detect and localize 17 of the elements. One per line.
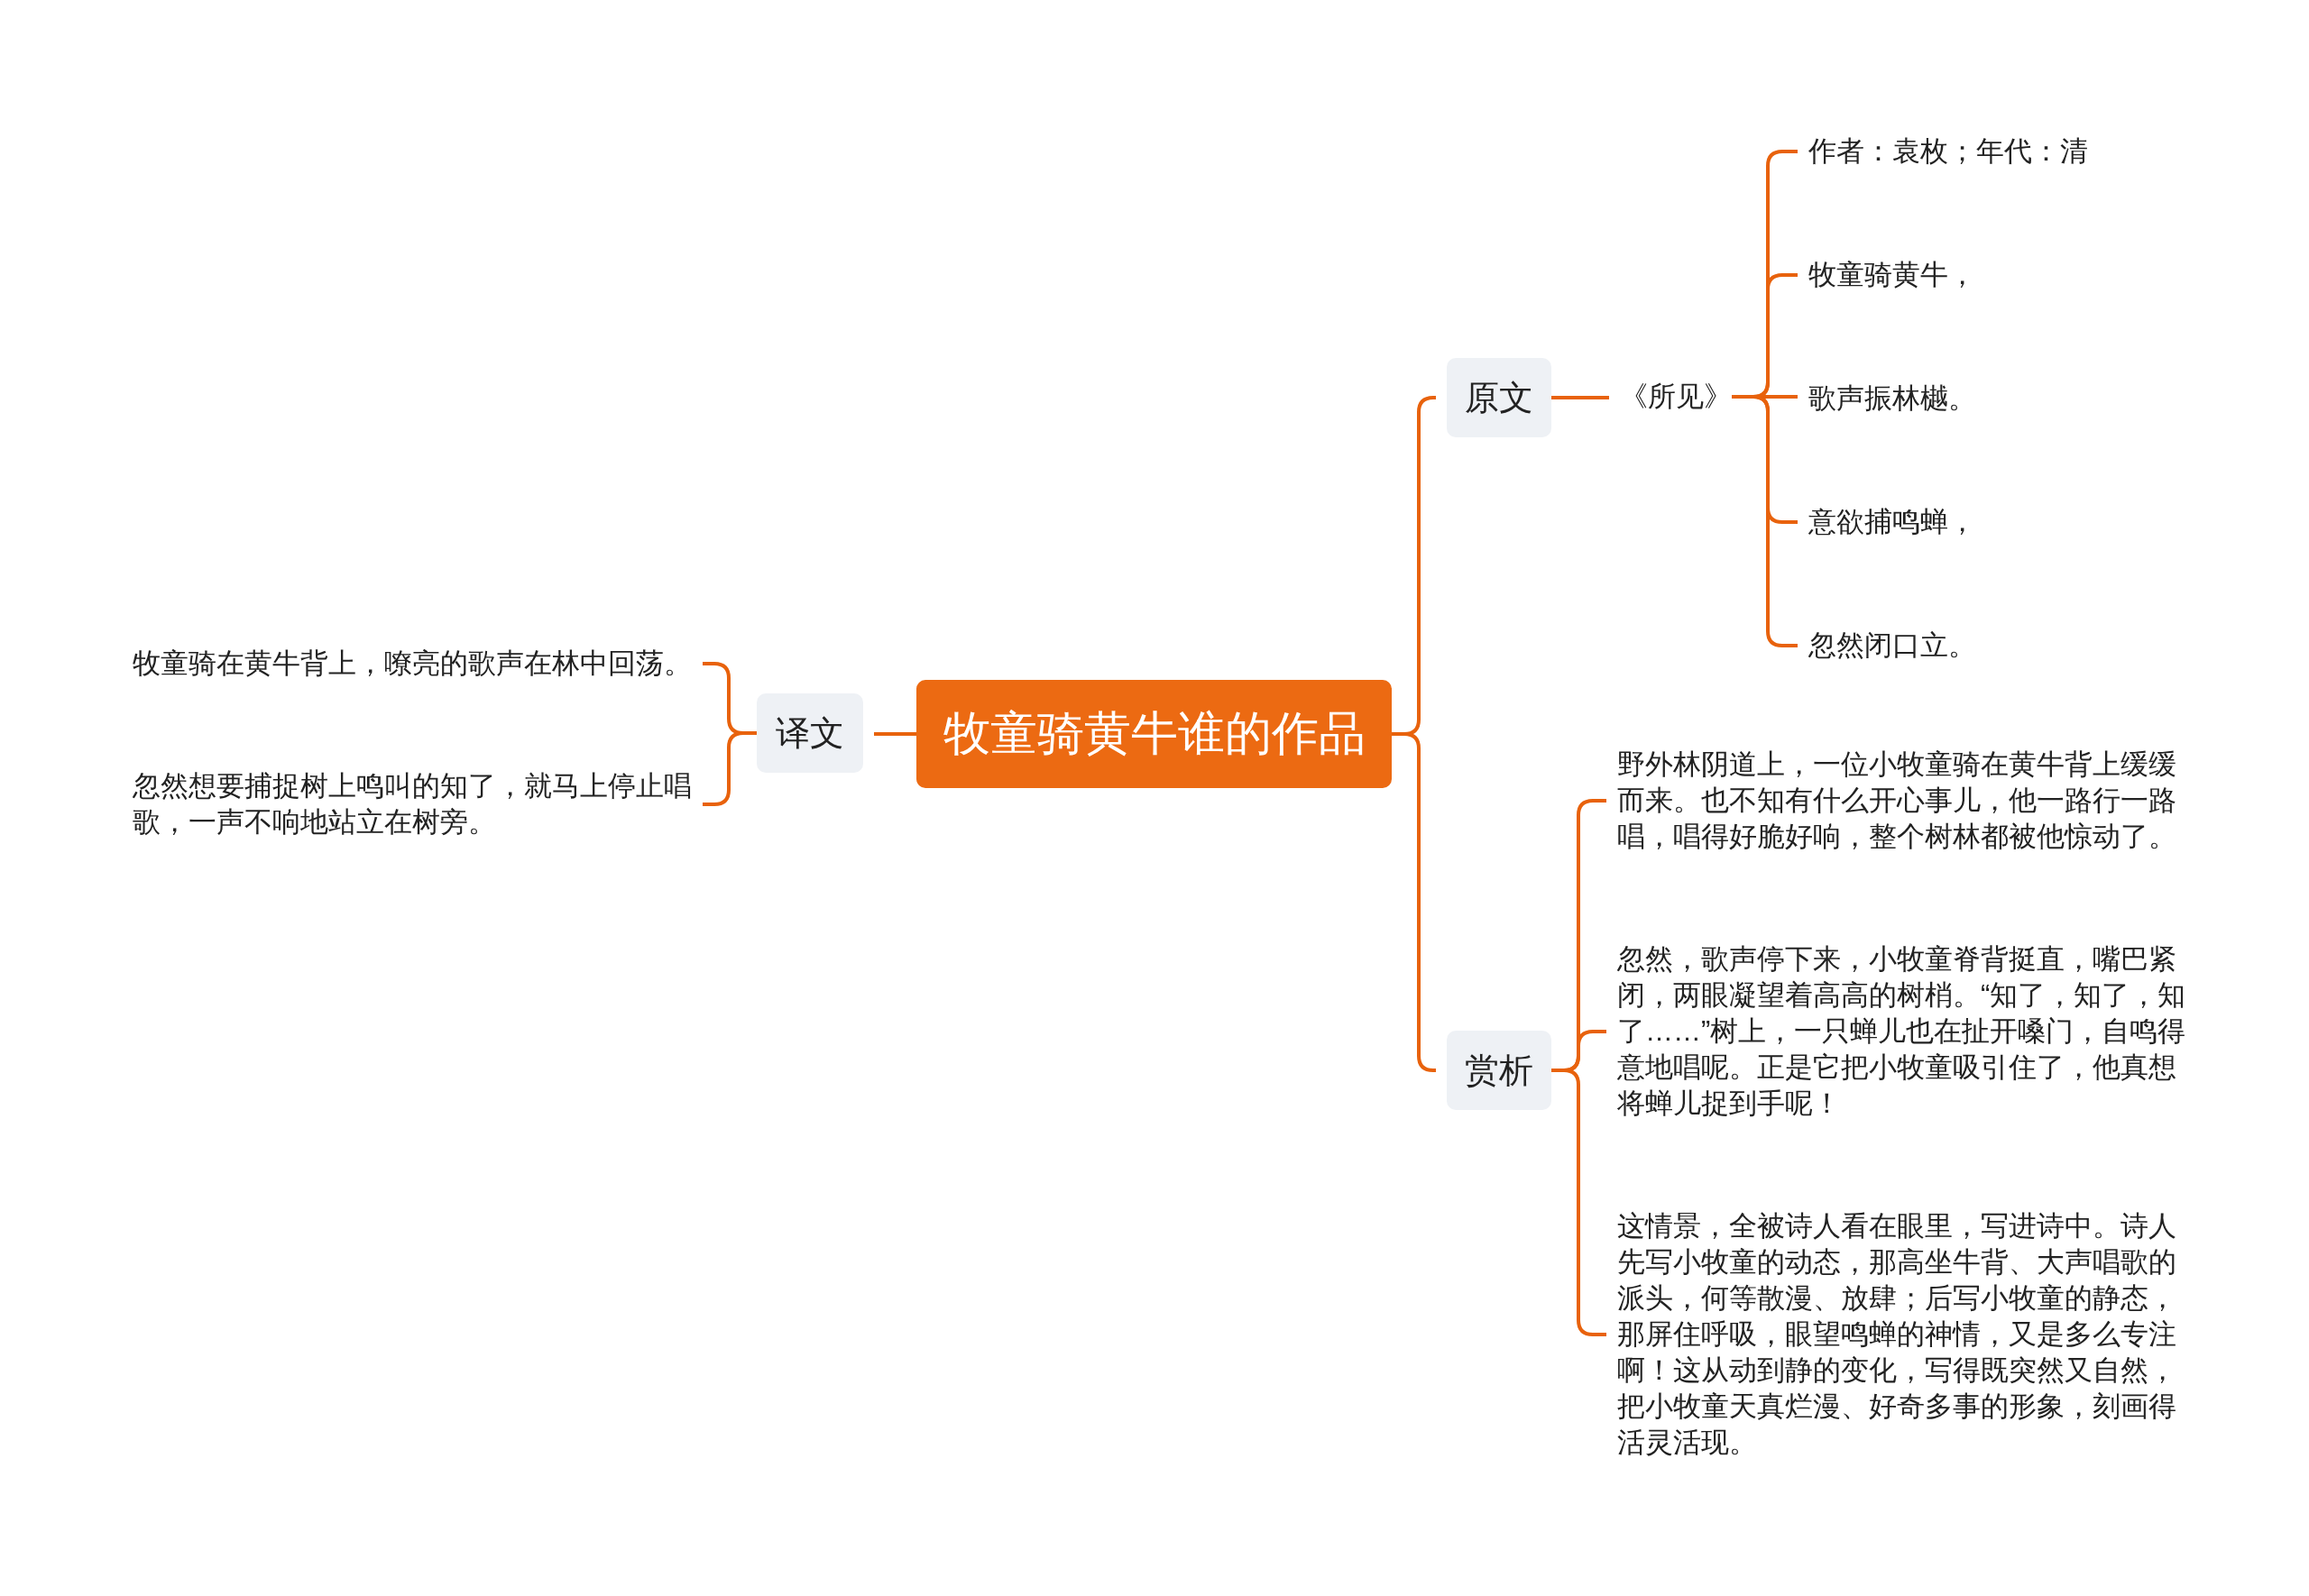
central-topic-box: 牧童骑黄牛谁的作品 — [916, 680, 1392, 788]
branch-text: 意欲捕鸣蝉， — [1808, 504, 2187, 540]
branch-text: 牧童骑黄牛， — [1808, 257, 2187, 293]
topic-box: 原文 — [1447, 358, 1551, 437]
topic-box: 赏析 — [1447, 1031, 1551, 1110]
topic-box: 译文 — [757, 693, 863, 773]
paragraph-text: 野外林阴道上，一位小牧童骑在黄牛背上缓缓而来。也不知有什么开心事儿，他一路行一路唱，唱得好脆好响，整个树林都被他惊动了。 — [1617, 747, 2194, 855]
paragraph-text: 忽然，歌声停下来，小牧童脊背挺直，嘴巴紧闭，两眼凝望着高高的树梢。“知了，知了，知了……”树上，一只蝉儿也在扯开嗓门，自鸣得意地唱呢。正是它把小牧童吸引住了，他真想将蝉儿捉到手呢！ — [1617, 941, 2194, 1122]
branch-text: 忽然闭口立。 — [1808, 628, 2187, 664]
branch-text: 歌声振林樾。 — [1808, 381, 2187, 417]
branch-text: 牧童骑在黄牛背上，嘹亮的歌声在林中回荡。 — [133, 646, 710, 682]
paragraph-text: 忽然想要捕捉树上鸣叫的知了，就马上停止唱歌，一声不响地站立在树旁。 — [133, 768, 710, 840]
connector-line — [874, 732, 916, 736]
poem-title: 《所见》 — [1620, 379, 1737, 415]
paragraph-text: 这情景，全被诗人看在眼里，写进诗中。诗人先写小牧童的动态，那高坐牛背、大声唱歌的派头，何等散漫、放肆；后写小牧童的静态，那屏住呼吸，眼望鸣蝉的神情，又是多么专注啊！这从动到静的变化，写得既突然又自然，把小牧童天真烂漫、好奇多事的形象，刻画得活灵活现。 — [1617, 1208, 2194, 1461]
connector-line — [1551, 396, 1609, 399]
branch-text: 作者：袁枚；年代：清 — [1808, 133, 2187, 170]
